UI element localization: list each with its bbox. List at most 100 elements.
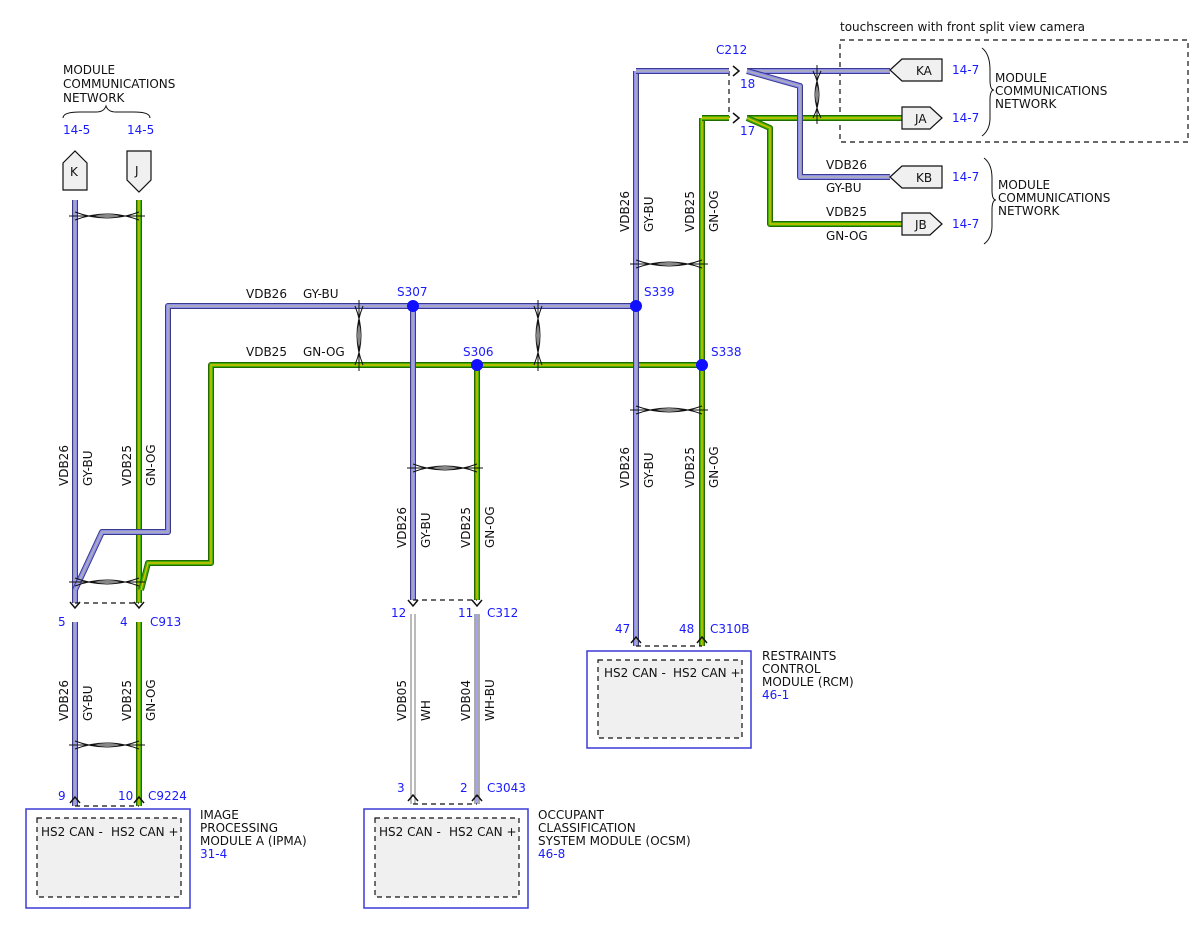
connector-ja-flag[interactable]: JA: [901, 106, 943, 130]
ipma-pin-neg: HS2 CAN -: [41, 825, 103, 839]
camera-network-brace: [981, 47, 995, 137]
connector-k-flag[interactable]: K: [62, 150, 88, 191]
right-wire-gybu: GY-BU: [826, 181, 862, 195]
splice-s338-dot[interactable]: [696, 359, 708, 371]
s306-label[interactable]: S306: [463, 345, 494, 359]
arrow-c212-17: [732, 112, 741, 124]
arrow-c3043-3: [407, 793, 419, 802]
ref-kb[interactable]: 14-7: [952, 170, 979, 184]
c913-pin5: 5: [58, 615, 66, 629]
c310b-pin48: 48: [679, 622, 694, 636]
module-rcm[interactable]: HS2 CAN - HS2 CAN +: [586, 650, 752, 749]
ocsm-title-line2: CLASSIFICATION: [538, 821, 636, 835]
right-network-line2: COMMUNICATIONS: [998, 191, 1110, 205]
c9224-pin10: 10: [118, 789, 133, 803]
conn-jb-label: JB: [914, 218, 927, 232]
c212-label[interactable]: C212: [716, 43, 747, 57]
bus-gybu-label: GY-BU: [303, 287, 339, 301]
rcm-title-line3: MODULE (RCM): [762, 675, 854, 689]
s338-label[interactable]: S338: [711, 345, 742, 359]
wire-ipma-gybu-bus: [72, 303, 636, 592]
vlabel-rcm-gnog: GN-OG: [707, 446, 721, 488]
conn-ja-label: JA: [914, 112, 927, 126]
connector-jb-flag[interactable]: JB: [901, 212, 943, 236]
wire-ipma-gnog-bus-layer2: [140, 364, 702, 591]
ref-k[interactable]: 14-5: [63, 123, 90, 137]
right-wire-vdb26: VDB26: [826, 158, 867, 172]
ipma-title-line2: PROCESSING: [200, 821, 278, 835]
rcm-pin-neg: HS2 CAN -: [604, 666, 666, 680]
arrow-c310b-47: [630, 635, 642, 644]
c312-pin12: 12: [391, 606, 406, 620]
connector-ka-flag[interactable]: KA: [889, 58, 943, 82]
arrow-c9224-10: [133, 795, 145, 804]
splice-s339-dot[interactable]: [630, 300, 642, 312]
c9224-label[interactable]: C9224: [148, 789, 187, 803]
c3043-label[interactable]: C3043: [487, 781, 526, 795]
conn-ka-label: KA: [916, 64, 933, 78]
connector-kb-flag[interactable]: KB: [889, 165, 943, 189]
splice-s306-dot[interactable]: [471, 359, 483, 371]
ocsm-ref[interactable]: 46-8: [538, 847, 565, 861]
vlabel-ipma-vdb25-upper: VDB25: [120, 445, 134, 486]
ipma-ref[interactable]: 31-4: [200, 847, 227, 861]
wire-ipma-gybu-bus-layer2: [74, 305, 636, 591]
s339-label[interactable]: S339: [644, 285, 675, 299]
vlabel-ipma-gybu-lower: GY-BU: [81, 685, 95, 721]
right-network-line3: NETWORK: [998, 204, 1061, 218]
twist-markers: [69, 65, 822, 750]
right-network-brace: [983, 157, 997, 245]
vlabel-ipma-gnog-lower: GN-OG: [144, 679, 158, 721]
vlabel-ipma-gnog-upper: GN-OG: [144, 444, 158, 486]
c913-label[interactable]: C913: [150, 615, 181, 629]
arrow-c312-12: [407, 599, 419, 608]
connector-j-flag[interactable]: J: [126, 150, 152, 193]
c310b-pin47: 47: [615, 622, 630, 636]
c312-pin11: 11: [458, 606, 473, 620]
wire-ipma-gybu-bus-layer1: [73, 304, 636, 591]
ref-ja[interactable]: 14-7: [952, 111, 979, 125]
vlabel-ocsm-vdb05: VDB05: [395, 680, 409, 721]
vlabel-ipma-vdb25-lower: VDB25: [120, 680, 134, 721]
rcm-pin-pos: HS2 CAN +: [673, 666, 741, 680]
c212-pin18: 18: [740, 77, 755, 91]
s307-label[interactable]: S307: [397, 285, 428, 299]
twist-ipma-low: [69, 740, 145, 750]
rcm-ref[interactable]: 46-1: [762, 688, 789, 702]
c9224-pin9: 9: [58, 789, 66, 803]
vertical-wire-labels: VDB26 GY-BU VDB25 GN-OG VDB26 GY-BU VDB2…: [57, 190, 721, 721]
c312-label[interactable]: C312: [487, 606, 518, 620]
vlabel-cam-gybu: GY-BU: [642, 196, 656, 232]
arrow-c310b-48: [696, 635, 708, 644]
camera-network-line2: COMMUNICATIONS: [995, 84, 1107, 98]
bus-vdb25-label: VDB25: [246, 345, 287, 359]
wire-cam-gybu-kb-layer2: [746, 70, 890, 178]
arrow-c312-11: [471, 599, 483, 608]
ipma-title-line1: IMAGE: [200, 808, 239, 822]
network-brace: [62, 104, 151, 119]
arrow-c9224-9: [69, 795, 81, 804]
ref-jb[interactable]: 14-7: [952, 217, 979, 231]
twist-ipma-top: [69, 211, 145, 221]
vlabel-rcm-gybu: GY-BU: [642, 452, 656, 488]
splice-s307-dot[interactable]: [407, 300, 419, 312]
module-ocsm[interactable]: HS2 CAN - HS2 CAN +: [363, 808, 529, 909]
ref-j[interactable]: 14-5: [127, 123, 154, 137]
vlabel-ocsm-wh: WH: [419, 700, 433, 721]
ocsm-title-line3: SYSTEM MODULE (OCSM): [538, 834, 691, 848]
ocsm-pin-pos: HS2 CAN +: [449, 825, 517, 839]
module-ipma[interactable]: HS2 CAN - HS2 CAN +: [25, 808, 191, 909]
arrow-c913-5: [69, 601, 81, 610]
rcm-title-line2: CONTROL: [762, 662, 821, 676]
ref-ka[interactable]: 14-7: [952, 63, 979, 77]
twist-cam-h: [812, 65, 822, 124]
connector-arrows: [69, 65, 741, 804]
twist-cam: [630, 259, 708, 269]
twist-bus-left: [354, 300, 364, 371]
network-title-line1: MODULE: [63, 63, 115, 77]
camera-network-line3: NETWORK: [995, 97, 1058, 111]
c310b-label[interactable]: C310B: [710, 622, 750, 636]
right-wire-vdb25: VDB25: [826, 205, 867, 219]
c3043-pin3: 3: [397, 781, 405, 795]
